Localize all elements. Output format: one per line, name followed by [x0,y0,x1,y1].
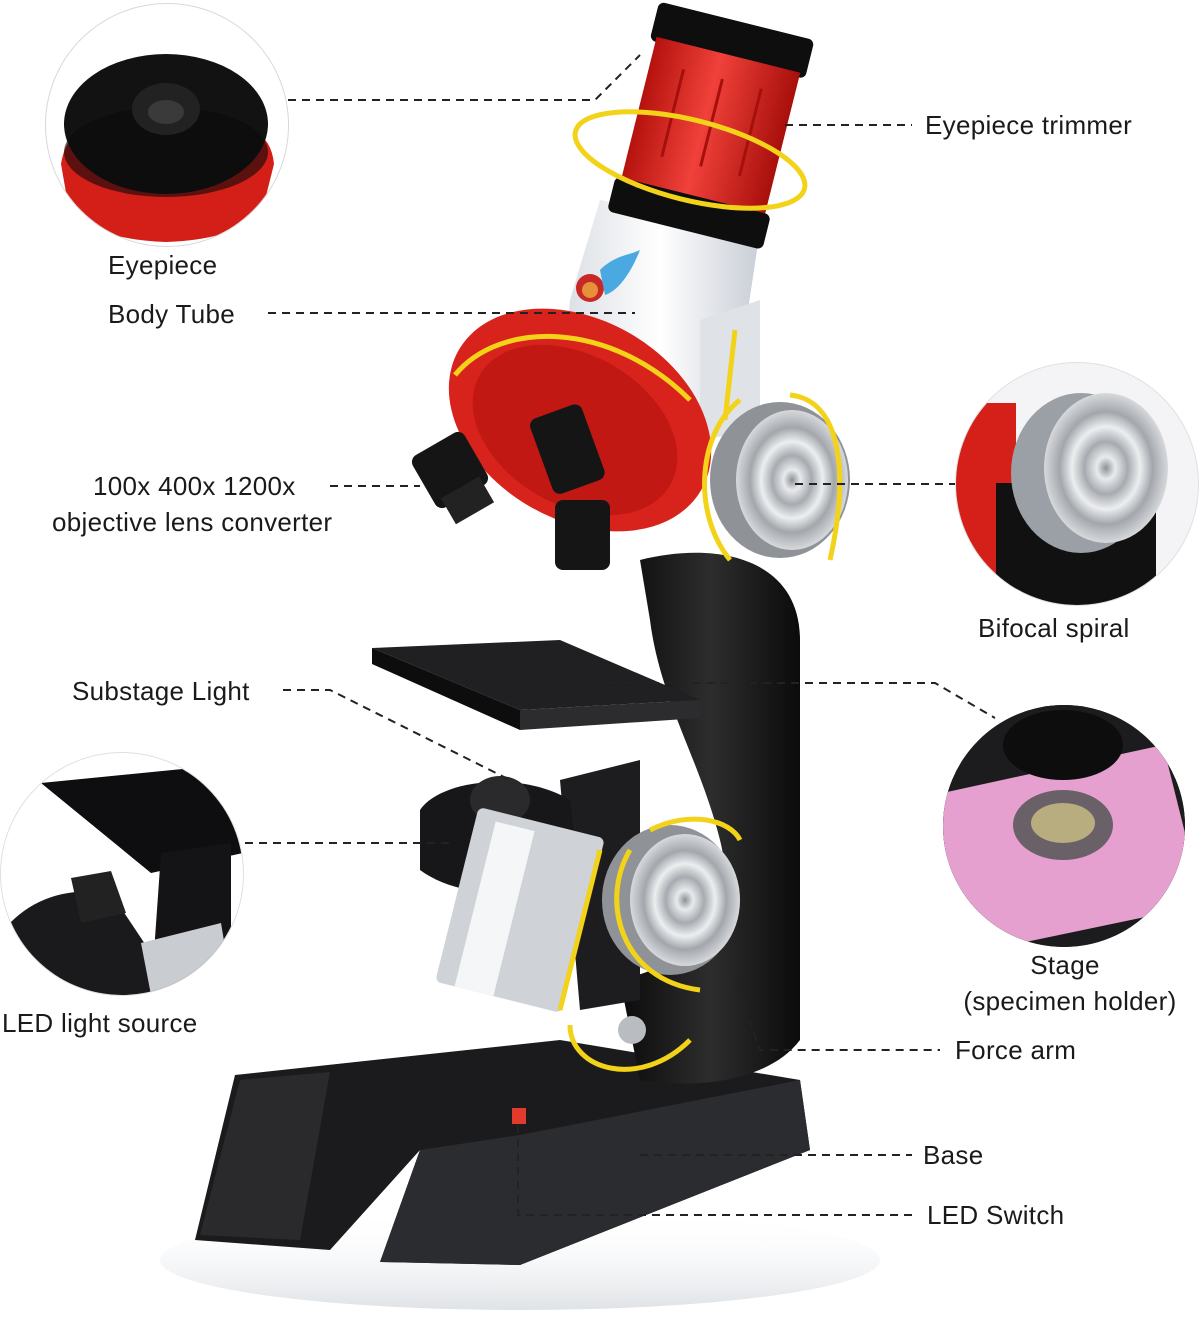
leader-eyepiece [288,54,641,101]
substage-light-housing [420,776,604,1012]
objective-lenses [411,404,610,570]
label-substage-light: Substage Light [72,676,250,706]
label-base: Base [923,1140,984,1170]
lower-focus-knob [557,816,743,1072]
upper-focus-knob [702,329,850,562]
leader-stage [595,682,996,719]
leader-led-switch [517,1125,912,1216]
led-light-source-inset [0,752,244,996]
specimen-slide-icon [943,705,1185,947]
tube-slide-arrow [722,329,738,421]
stage-inset [943,705,1185,947]
force-arm-screw [618,1016,646,1044]
stage [372,640,700,730]
label-eyepiece: Eyepiece [108,250,218,280]
label-objective-magnifications: 100x 400x 1200x [93,471,296,501]
eyepiece-icon [61,54,274,242]
label-body-tube: Body Tube [108,299,236,329]
bifocal-spiral-inset [955,362,1199,606]
focus-knob-icon [956,393,1168,605]
leader-substage-light [283,689,511,781]
led-light-icon [1,763,243,995]
eyepiece-inset [45,3,289,247]
led-switch-button [512,1108,526,1124]
label-force-arm: Force arm [955,1035,1077,1065]
stage-slide-arrow [557,849,603,1011]
eyepiece-tube [608,2,814,249]
base [195,1040,810,1265]
label-stage: Stage [1030,950,1100,980]
label-bifocal-spiral: Bifocal spiral [978,613,1130,643]
label-eyepiece-trimmer: Eyepiece trimmer [925,110,1133,140]
label-objective-lens-converter: objective lens converter [52,507,333,537]
leader-force-arm [734,979,940,1051]
leader-lines [245,54,996,1216]
trimmer-rotation-arrow [572,109,808,211]
label-led-light-source: LED light source [2,1008,198,1038]
label-specimen-holder: (specimen holder) [963,986,1177,1016]
nosepiece-rotation-arrow [453,333,692,402]
force-arm-rotation-arrow [567,1024,692,1072]
label-led-switch: LED Switch [927,1200,1065,1230]
